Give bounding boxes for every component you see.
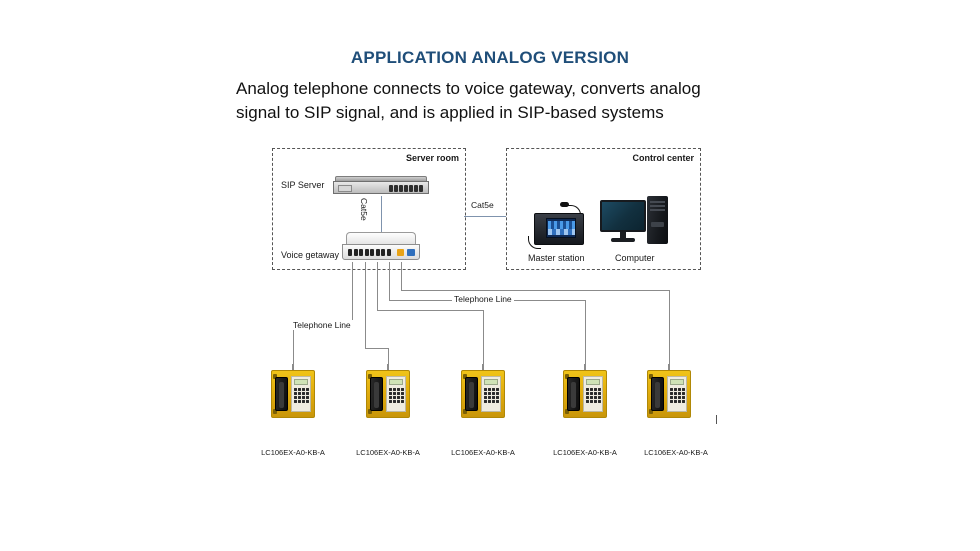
telephone-unit <box>271 364 315 418</box>
telephone-lcd <box>389 379 403 385</box>
link-label-telephone-line-right: Telephone Line <box>452 294 514 304</box>
link-gateway-to-control-center <box>464 216 506 217</box>
server-port-row <box>389 185 423 192</box>
phone-link-drop-5 <box>401 262 402 290</box>
master-station-icon <box>528 202 588 249</box>
computer-screen <box>602 202 644 230</box>
page-subtitle: Analog telephone connects to voice gatew… <box>236 79 701 122</box>
gateway-aux-port <box>407 249 415 256</box>
computer-stand-base <box>611 238 635 242</box>
telephone-keypad <box>389 388 404 403</box>
phone-link-run-3 <box>377 310 483 311</box>
telephone-unit <box>563 364 607 418</box>
gateway-lan-ports <box>348 249 391 256</box>
master-station-screen <box>546 218 576 238</box>
zone-control-center-title: Control center <box>632 153 694 163</box>
telephone-panel <box>667 376 687 412</box>
computer-stand-neck <box>620 232 626 239</box>
phone-link-drop-2 <box>365 262 366 348</box>
telephone-lcd <box>670 379 684 385</box>
phone-link-drop-3 <box>377 262 378 310</box>
telephone-handset <box>567 377 580 411</box>
master-station-mic-head <box>560 202 569 207</box>
telephone-model-label: LC106EX-A0-KB-A <box>261 448 325 457</box>
telephone-handset <box>465 377 478 411</box>
gateway-top-shell <box>346 232 416 245</box>
link-label-cat5e-horizontal: Cat5e <box>469 200 496 210</box>
telephone-handset <box>370 377 383 411</box>
stray-cursor-mark <box>716 415 717 424</box>
telephone-panel <box>291 376 311 412</box>
page-title: APPLICATION ANALOG VERSION <box>350 48 630 67</box>
master-station-mic-arm <box>566 205 581 218</box>
telephone-handset <box>651 377 664 411</box>
telephone-keypad <box>484 388 499 403</box>
telephone-keypad <box>294 388 309 403</box>
phone-link-drop-4 <box>389 262 390 300</box>
telephone-drop-cord <box>292 364 293 370</box>
telephone-model-label: LC106EX-A0-KB-A <box>553 448 617 457</box>
telephone-panel <box>386 376 406 412</box>
telephone-model-label: LC106EX-A0-KB-A <box>451 448 515 457</box>
telephone-lcd <box>586 379 600 385</box>
phone-link-riser-1 <box>293 328 294 370</box>
server-faceplate <box>333 181 429 194</box>
telephone-unit <box>366 364 410 418</box>
telephone-drop-cord <box>387 364 388 370</box>
telephone-keypad <box>670 388 685 403</box>
rack-server-icon <box>333 176 429 196</box>
telephone-model-label: LC106EX-A0-KB-A <box>644 448 708 457</box>
device-label-computer: Computer <box>615 253 655 263</box>
device-label-sip-server: SIP Server <box>281 180 325 190</box>
zone-server-room-title: Server room <box>405 153 459 163</box>
telephone-unit <box>461 364 505 418</box>
zone-server-room: Server room <box>272 148 466 270</box>
telephone-drop-cord <box>584 364 585 370</box>
telephone-drop-cord <box>668 364 669 370</box>
telephone-lcd <box>294 379 308 385</box>
phone-link-riser-2 <box>388 348 389 370</box>
telephone-panel <box>583 376 603 412</box>
telephone-lcd <box>484 379 498 385</box>
link-server-to-gateway <box>381 196 382 234</box>
phone-link-riser-3 <box>483 310 484 370</box>
device-label-voice-gateway: Voice getaway <box>281 250 340 260</box>
phone-link-riser-4 <box>585 300 586 370</box>
phone-link-run-5 <box>401 290 669 291</box>
telephone-drop-cord <box>482 364 483 370</box>
gateway-faceplate <box>342 244 420 260</box>
gateway-switch-icon <box>342 232 420 262</box>
computer-tower-badge <box>651 222 664 227</box>
gateway-wan-port <box>397 249 404 256</box>
phone-link-riser-5 <box>669 290 670 370</box>
link-label-cat5e-vertical: Cat5e <box>359 198 369 221</box>
zone-control-center: Control center <box>506 148 701 270</box>
server-drive-bay <box>338 185 352 192</box>
phone-link-run-2 <box>365 348 388 349</box>
telephone-handset <box>275 377 288 411</box>
computer-tower <box>647 196 668 244</box>
device-label-master-station: Master station <box>528 253 585 263</box>
master-station-handset-cord <box>528 236 541 249</box>
telephone-keypad <box>586 388 601 403</box>
desktop-computer-icon <box>600 196 668 250</box>
computer-monitor <box>600 200 646 232</box>
link-label-telephone-line-left: Telephone Line <box>291 320 353 330</box>
telephone-model-label: LC106EX-A0-KB-A <box>356 448 420 457</box>
telephone-unit <box>647 364 691 418</box>
telephone-panel <box>481 376 501 412</box>
phone-link-drop-1 <box>352 262 353 328</box>
